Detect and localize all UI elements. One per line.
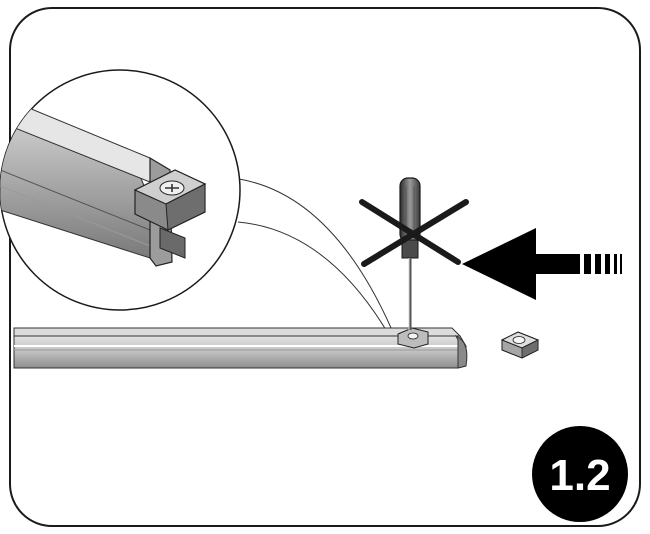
zoom-slot-nut bbox=[133, 169, 207, 259]
main-rail-top-lip bbox=[13, 327, 462, 337]
arrow-left-icon bbox=[462, 228, 622, 300]
arrow-tail-dash-4 bbox=[614, 254, 617, 274]
zoom-detail-circle bbox=[0, 69, 241, 311]
slot-nut-icon bbox=[500, 331, 540, 359]
arrow-tail-dash-2 bbox=[595, 254, 601, 274]
cross-stroke-a bbox=[359, 199, 461, 265]
step-badge: 1.2 bbox=[532, 426, 628, 522]
main-rail bbox=[13, 327, 468, 369]
arrow-tail-dash-1 bbox=[584, 254, 591, 274]
zoom-leader-line-lower bbox=[237, 221, 387, 331]
main-rail-end-cap bbox=[454, 335, 468, 369]
zoom-leader-line-upper bbox=[231, 177, 393, 331]
rail-slot-nut bbox=[397, 327, 429, 349]
screwdriver-crossed-icon bbox=[359, 177, 469, 330]
cross-stroke-b bbox=[361, 199, 469, 267]
arrow-tail-dash-5 bbox=[620, 254, 622, 274]
step-number: 1.2 bbox=[549, 451, 610, 500]
arrow-tail-dash-3 bbox=[605, 254, 610, 274]
